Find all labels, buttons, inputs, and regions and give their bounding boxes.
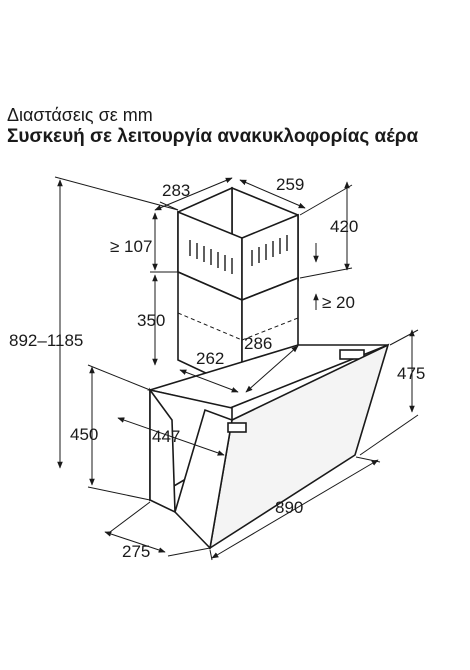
diagram-title: Συσκευή σε λειτουργία ανακυκλοφορίας αέρ… — [7, 126, 419, 147]
label-262: 262 — [196, 349, 224, 368]
dim-20: ≥ 20 — [313, 243, 355, 312]
label-107: ≥ 107 — [110, 237, 152, 256]
subtitle: Διαστάσεις σε mm — [7, 105, 153, 125]
dim-475: 475 — [359, 329, 425, 456]
hood-body — [146, 343, 390, 550]
label-overall: 892–1185 — [9, 331, 83, 350]
dim-overall: 892–1185 — [9, 176, 179, 469]
label-475: 475 — [397, 364, 425, 383]
label-890: 890 — [275, 498, 303, 517]
dim-275: 275 — [104, 501, 211, 561]
label-275: 275 — [122, 542, 150, 561]
control-knob — [227, 422, 247, 433]
dim-447: 447 — [117, 417, 225, 456]
dim-350: 350 — [137, 271, 178, 366]
top-clip-right — [339, 349, 365, 360]
dim-420: 420 — [299, 181, 358, 279]
label-286: 286 — [244, 334, 272, 353]
dim-262: 262 — [179, 349, 239, 393]
vent-slots-right — [251, 235, 288, 266]
vent-slots-left — [189, 240, 233, 274]
dim-107: ≥ 107 — [110, 212, 158, 271]
label-259: 259 — [276, 175, 304, 194]
label-283: 283 — [162, 181, 190, 200]
label-350: 350 — [137, 311, 165, 330]
dim-890: 890 — [209, 456, 381, 561]
label-450: 450 — [70, 425, 98, 444]
title-block: Διαστάσεις σε mm Συσκευή σε λειτουργία α… — [7, 104, 467, 148]
dim-259: 259 — [239, 175, 306, 209]
label-420: 420 — [330, 217, 358, 236]
label-447: 447 — [152, 427, 180, 446]
dim-450: 450 — [70, 364, 151, 501]
dim-286: 286 — [244, 334, 299, 393]
label-20: ≥ 20 — [322, 293, 355, 312]
dim-283: 283 — [154, 177, 233, 211]
